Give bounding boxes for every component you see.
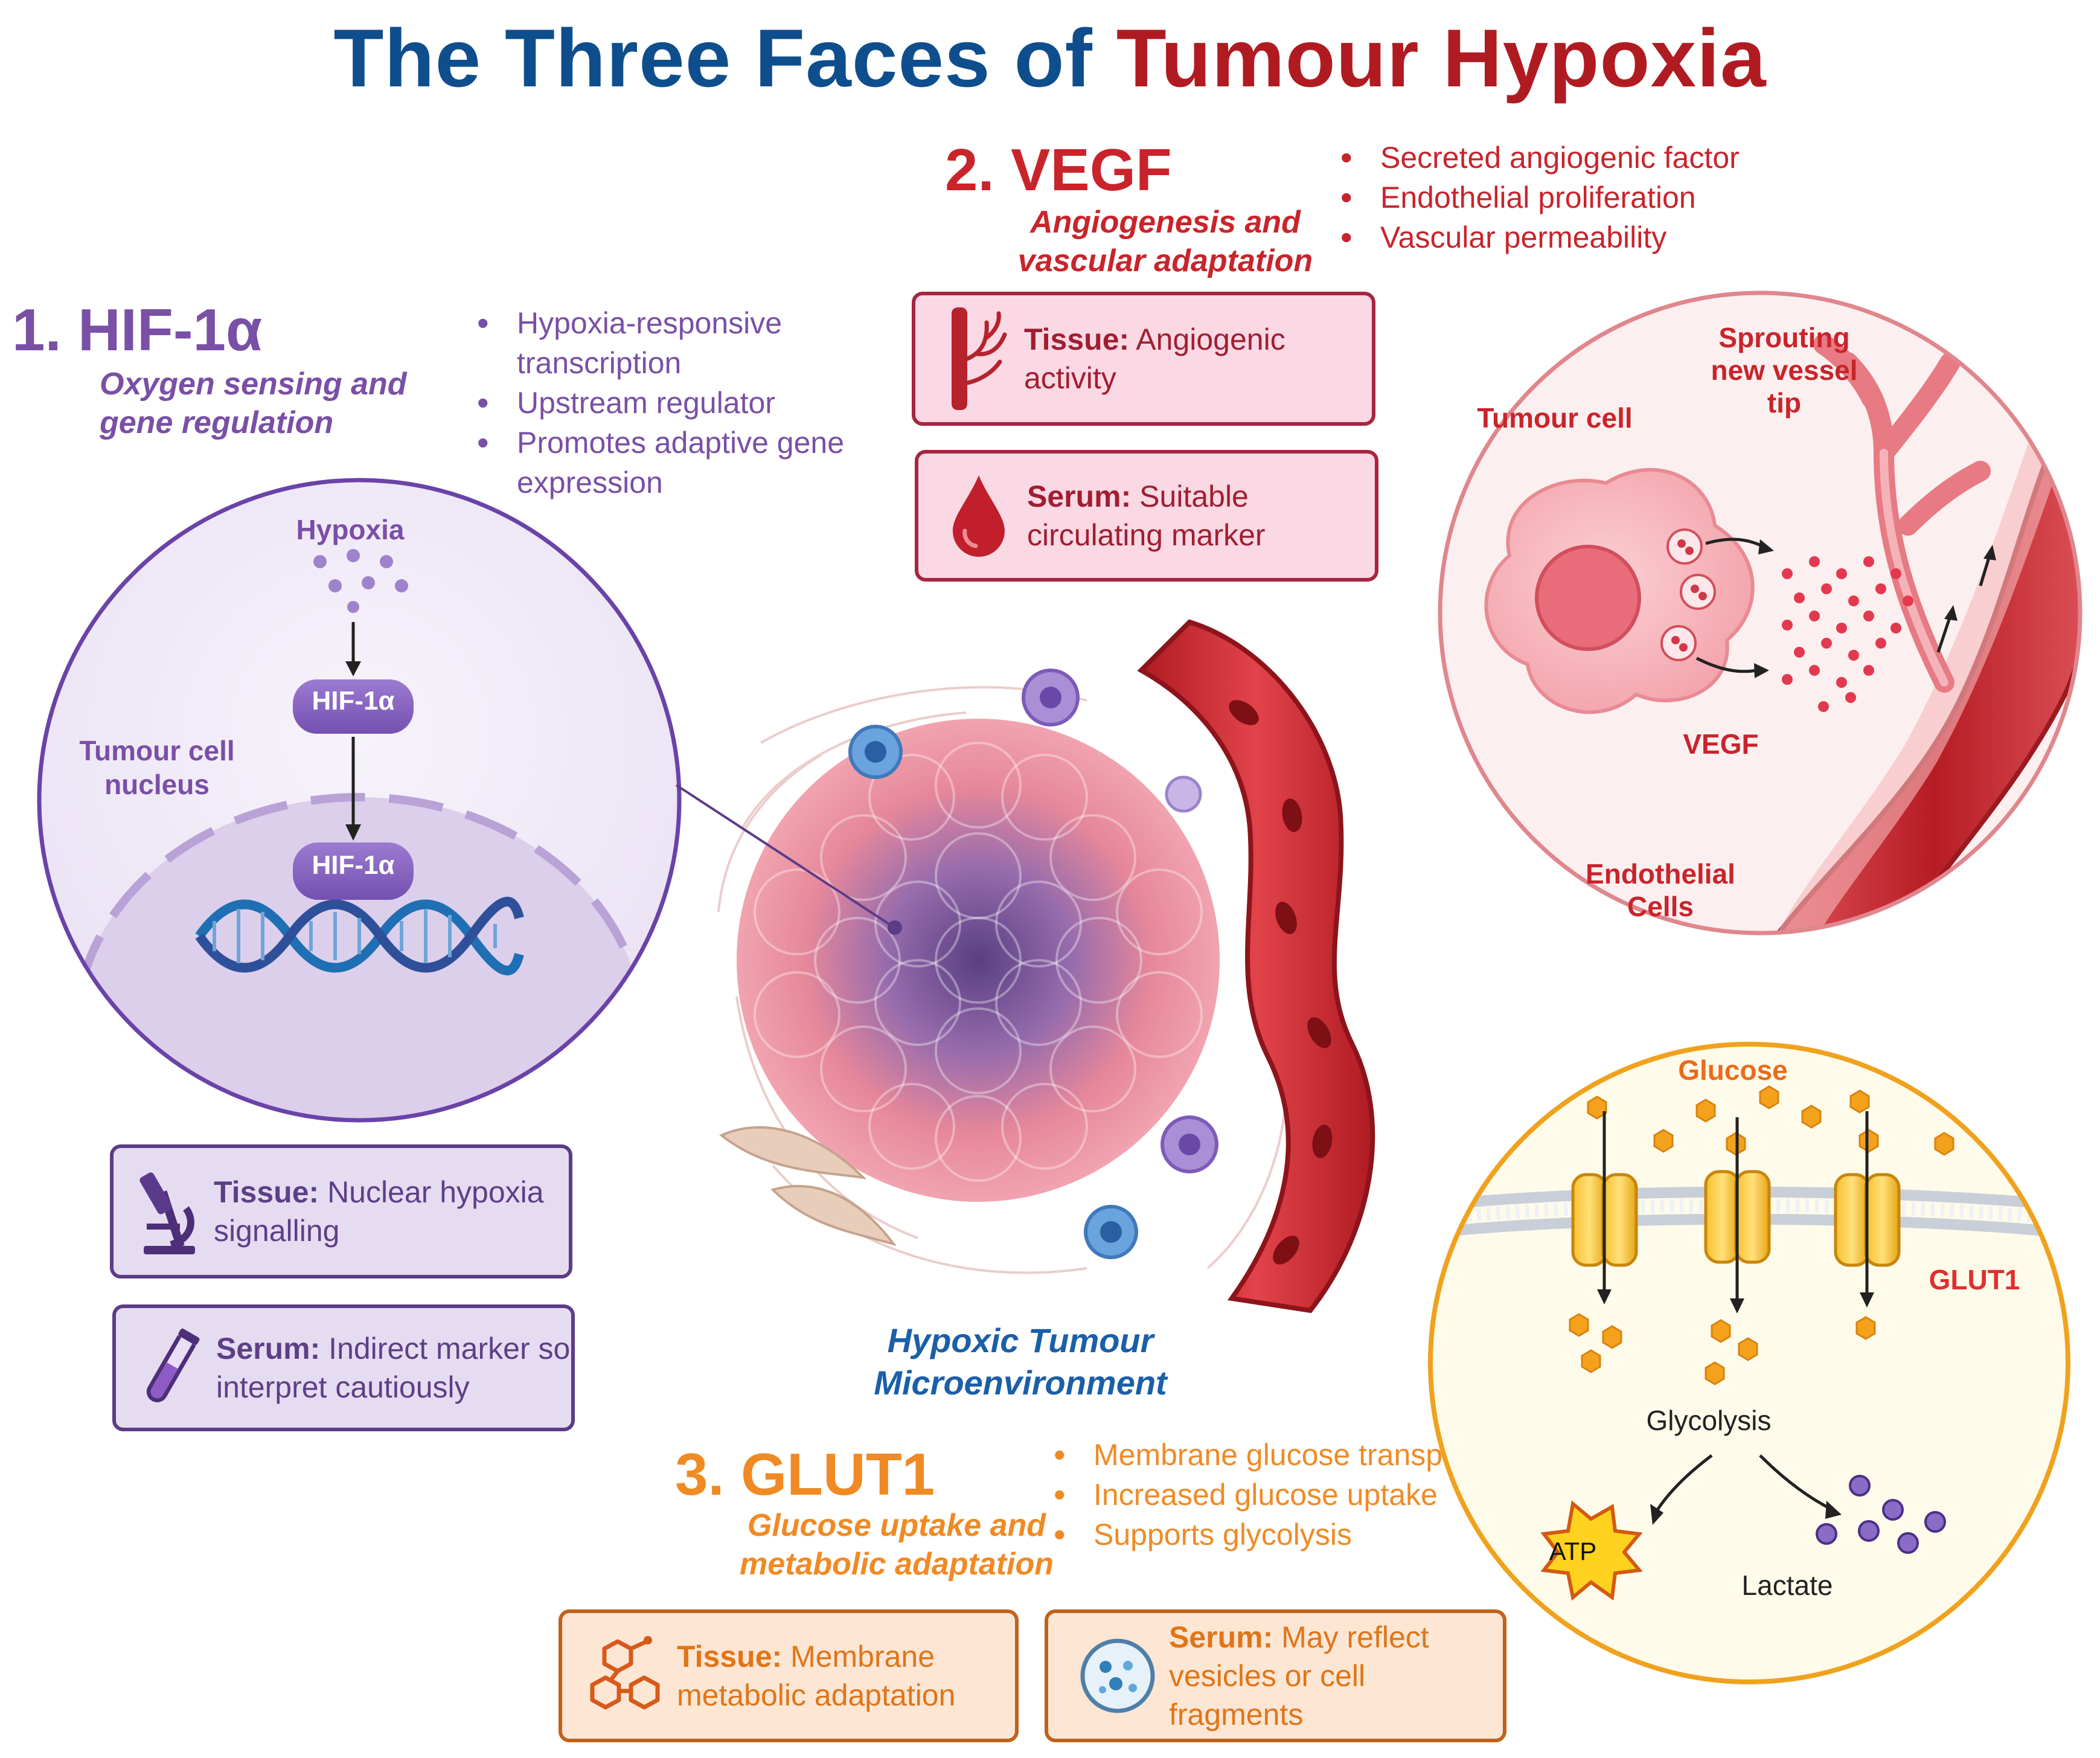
- vegf-angiogenesis-diagram: [1438, 290, 2082, 935]
- pointer-line: [675, 784, 895, 928]
- blood-vessel-branch-icon: [940, 304, 1012, 413]
- tumour-mass: [737, 719, 1220, 1202]
- nucleus-label: Tumour cell nucleus: [79, 735, 235, 800]
- hif-bullet: Hypoxia-responsive transcription: [477, 303, 900, 383]
- secretion-arrow: [1705, 537, 1764, 548]
- hif-tissue-key: Tissue:: [214, 1175, 319, 1209]
- glut1-glycolysis-diagram: [1428, 1042, 2070, 1684]
- glut-serum-desc: May reflect vesicles or cell fragments: [1169, 1620, 1429, 1731]
- glut-bullet-list: Membrane glucose transporter Increased g…: [1054, 1435, 1537, 1554]
- hif-pathway-diagram: [37, 478, 682, 1123]
- page-title: The Three Faces of Tumour Hypoxia: [0, 11, 2100, 105]
- glycolysis-label: Glycolysis: [1646, 1405, 1772, 1436]
- hif-subtitle: Oxygen sensing and gene regulation: [100, 367, 407, 440]
- test-tube-icon: [134, 1320, 206, 1416]
- fibroblast: [719, 1126, 867, 1179]
- glycolysis-to-atp-arrow: [1656, 1454, 1713, 1511]
- glycolysis-to-lactate-arrow: [1759, 1454, 1834, 1512]
- blood-drop-icon: [943, 461, 1015, 570]
- growth-arrow: [1979, 555, 1991, 586]
- hif-tissue-text: Tissue: Nuclear hypoxia signalling: [214, 1173, 569, 1250]
- vegf-bullet-list: Secreted angiogenic factor Endothelial p…: [1340, 138, 1799, 257]
- vesicles: [1660, 528, 1716, 661]
- vegf-heading: 2. VEGF: [945, 136, 1172, 203]
- glut-tissue-key: Tissue:: [677, 1640, 783, 1673]
- hif-protein-label-2: HIF-1α: [312, 850, 395, 880]
- hif-bullet: Upstream regulator: [477, 383, 900, 423]
- glut-tissue-desc: Membrane metabolic adaptation: [677, 1640, 956, 1712]
- glut-serum-box: Serum: May reflect vesicles or cell frag…: [1045, 1609, 1506, 1742]
- title-part-2: Tumour Hypoxia: [1116, 12, 1767, 104]
- hif-bullet-list: Hypoxia-responsive transcription Upstrea…: [477, 303, 900, 502]
- glut-tissue-box: Tissue: Membrane metabolic adaptation: [559, 1609, 1019, 1742]
- tumour-cells: [754, 742, 1203, 1182]
- fibroblast: [770, 1185, 897, 1246]
- hypoxia-label: Hypoxia: [296, 514, 405, 545]
- glut-tissue-text: Tissue: Membrane metabolic adaptation: [677, 1637, 1015, 1715]
- vegf-subtitle: Angiogenesis and vascular adaptation: [1017, 205, 1313, 278]
- sprouting-label: Sprouting new vessel tip: [1711, 322, 1858, 419]
- glut-bullet: Supports glycolysis: [1054, 1515, 1537, 1554]
- vegf-tissue-key: Tissue:: [1024, 322, 1130, 356]
- title-part-1: The Three Faces of: [333, 12, 1093, 104]
- hif-tissue-desc: Nuclear hypoxia signalling: [214, 1175, 544, 1248]
- glut-subtitle: Glucose uptake and metabolic adaptation: [739, 1508, 1054, 1582]
- vegf-bullet: Secreted angiogenic factor: [1340, 138, 1799, 178]
- vegf-bullet: Vascular permeability: [1340, 217, 1799, 257]
- center-label: Hypoxic Tumour Microenvironment: [874, 1321, 1167, 1402]
- hif-serum-desc: Indirect marker so interpret cautiously: [216, 1332, 571, 1404]
- hif-protein-label-1: HIF-1α: [312, 686, 395, 716]
- hif-bullet: Promotes adaptive gene expression: [477, 423, 900, 502]
- glut-bullet: Increased glucose uptake: [1054, 1475, 1537, 1515]
- uptake-arrows: [1602, 1111, 1869, 1301]
- vegf-serum-box: Serum: Suitable circulating marker: [915, 450, 1378, 582]
- vegf-bullet: Endothelial proliferation: [1340, 178, 1799, 217]
- vegf-circle-border: [1438, 290, 2082, 935]
- glut-bullet: Membrane glucose transporter: [1054, 1435, 1537, 1475]
- glut-serum-text: Serum: May reflect vesicles or cell frag…: [1169, 1618, 1503, 1734]
- vegf-molecules: [1782, 556, 1913, 712]
- dna-helix: [195, 897, 524, 975]
- secretion-arrow: [1695, 656, 1758, 673]
- tumour-cell-label: Tumour cell: [1477, 402, 1633, 434]
- glut1-label: GLUT1: [1929, 1264, 2020, 1295]
- glut-heading: 3. GLUT1: [675, 1441, 935, 1507]
- vegf-serum-desc: Suitable circulating marker: [1027, 480, 1266, 552]
- vegf-tissue-text: Tissue: Angiogenic activity: [1024, 320, 1372, 397]
- vesicle-icon: [1078, 1628, 1157, 1724]
- hif-serum-text: Serum: Indirect marker so interpret caut…: [216, 1329, 571, 1407]
- microscope-icon: [132, 1163, 204, 1260]
- small-cell: [1165, 775, 1202, 813]
- tumour-microenvironment-illustration: [675, 619, 1375, 1314]
- hif-serum-box: Serum: Indirect marker so interpret caut…: [112, 1304, 575, 1431]
- hif-tissue-box: Tissue: Nuclear hypoxia signalling: [110, 1144, 572, 1278]
- endothelial-label: Endothelial Cells: [1586, 858, 1735, 922]
- hif-heading: 1. HIF-1α: [12, 297, 263, 363]
- glut-circle-border: [1428, 1042, 2070, 1684]
- glucose-label: Glucose: [1678, 1054, 1788, 1086]
- lactate-molecules: [1816, 1475, 1946, 1554]
- lactate-label: Lactate: [1741, 1570, 1833, 1601]
- hif-circle-border: [37, 478, 682, 1123]
- vegf-serum-key: Serum:: [1027, 480, 1132, 513]
- red-blood-cells: [1229, 700, 1333, 1265]
- atp-label: ATP: [1549, 1537, 1597, 1565]
- molecule-structure-icon: [580, 1628, 665, 1724]
- vegf-serum-text: Serum: Suitable circulating marker: [1027, 477, 1375, 554]
- atp-burst: [1540, 1500, 1643, 1601]
- vegf-tissue-desc: Angiogenic activity: [1024, 322, 1285, 395]
- glut-serum-key: Serum:: [1169, 1620, 1273, 1654]
- vegf-tissue-box: Tissue: Angiogenic activity: [912, 292, 1375, 426]
- hif-protein-cytoplasm: [293, 679, 414, 734]
- hypoxia-dots: [313, 549, 408, 613]
- hif-serum-key: Serum:: [216, 1332, 321, 1365]
- glucose-molecules-inside: [1569, 1313, 1876, 1385]
- hif-protein-nucleus: [293, 842, 414, 900]
- growth-arrow: [1936, 615, 1952, 653]
- vegf-molecule-label: VEGF: [1683, 728, 1759, 760]
- tumour-cell-nucleus: [1535, 545, 1641, 651]
